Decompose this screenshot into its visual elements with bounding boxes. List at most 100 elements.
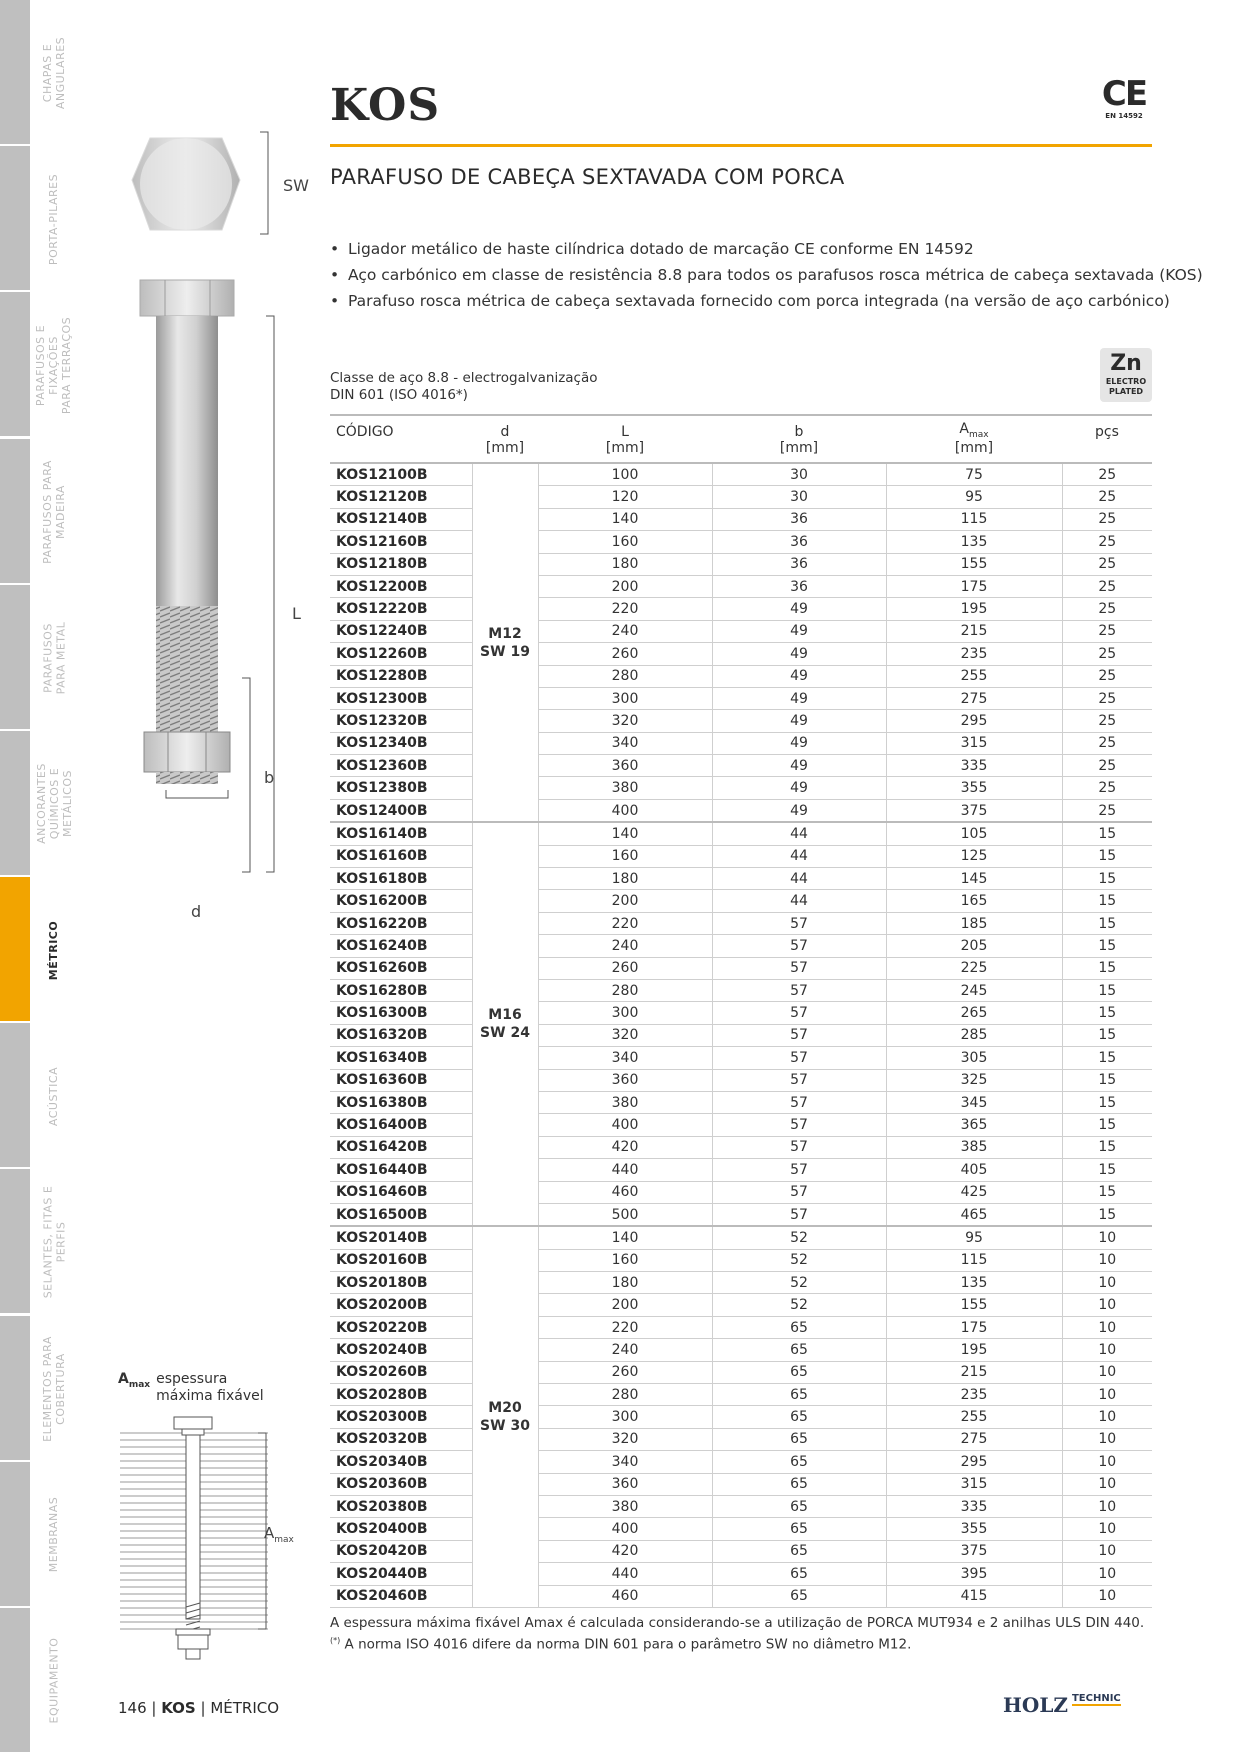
cell-thread-length: 57 (712, 934, 887, 958)
sidebar-tab[interactable] (0, 877, 30, 1024)
sidebar-tab-text: PARAFUSOS PARA METAL (41, 621, 68, 695)
cell-pcs: 15 (1062, 1181, 1152, 1204)
cell-amax: 255 (886, 665, 1063, 688)
sidebar-tab[interactable] (0, 1169, 30, 1316)
cell-length: 320 (538, 1428, 713, 1452)
cell-thread-length: 65 (712, 1428, 887, 1452)
cell-pcs: 25 (1062, 642, 1152, 666)
cell-code: KOS16460B (330, 1181, 472, 1204)
sidebar-tab[interactable] (0, 438, 30, 585)
cell-amax: 465 (886, 1203, 1063, 1227)
amax-description: espessura máxima fixável (156, 1371, 264, 1404)
amax-dim-label: Amax (264, 1524, 294, 1545)
cell-length: 400 (538, 1113, 713, 1137)
cell-amax: 195 (886, 597, 1063, 621)
cell-code: KOS12100B (330, 462, 472, 487)
cell-thread-length: 52 (712, 1249, 887, 1273)
sidebar-tab[interactable] (0, 1461, 30, 1608)
cell-pcs: 15 (1062, 1024, 1152, 1048)
cell-code: KOS16320B (330, 1024, 472, 1048)
sidebar-tab-label: PARAFUSOS E FIXAÇÕES PARA TERRAÇOS (34, 292, 74, 438)
page-subtitle: PARAFUSO DE CABEÇA SEXTAVADA COM PORCA (330, 165, 845, 189)
sidebar-tab-label: PORTA-PILARES (34, 146, 74, 292)
cell-pcs: 10 (1062, 1249, 1152, 1273)
cell-thread-length: 57 (712, 957, 887, 980)
dim-label-b: b (264, 768, 275, 787)
sidebar-tab[interactable] (0, 730, 30, 877)
brand-suffix: TECHNIC (1071, 1693, 1121, 1706)
cell-pcs: 10 (1062, 1338, 1152, 1362)
cell-thread-length: 57 (712, 1091, 887, 1115)
cell-amax: 355 (886, 776, 1063, 800)
bolt-nut (143, 731, 231, 773)
cell-code: KOS20160B (330, 1249, 472, 1273)
sidebar-tab[interactable] (0, 0, 30, 147)
cell-code: KOS16140B (330, 821, 472, 846)
sidebar-tab-text: PORTA-PILARES (47, 173, 61, 265)
cell-code: KOS16180B (330, 867, 472, 891)
cell-amax: 415 (886, 1585, 1063, 1608)
cell-amax: 155 (886, 553, 1063, 576)
sidebar-tab[interactable] (0, 1023, 30, 1170)
cell-amax: 125 (886, 845, 1063, 869)
sidebar-tab-text: PARAFUSOS E FIXAÇÕES PARA TERRAÇOS (34, 316, 74, 415)
cell-code: KOS20340B (330, 1450, 472, 1474)
cell-code: KOS20240B (330, 1338, 472, 1362)
cell-pcs: 15 (1062, 1001, 1152, 1025)
cell-code: KOS16260B (330, 957, 472, 980)
cell-code: KOS12360B (330, 754, 472, 778)
cell-pcs: 25 (1062, 709, 1152, 733)
sidebar-tab[interactable] (0, 1315, 30, 1462)
cell-length: 120 (538, 485, 713, 509)
cell-length: 260 (538, 1361, 713, 1385)
cell-code: KOS20180B (330, 1271, 472, 1295)
cell-code: KOS16300B (330, 1001, 472, 1025)
cell-pcs: 10 (1062, 1405, 1152, 1429)
zn-line2: PLATED (1108, 387, 1144, 396)
cell-pcs: 15 (1062, 979, 1152, 1003)
cell-amax: 175 (886, 1316, 1063, 1340)
page-footer: 146 | KOS | MÉTRICO (118, 1699, 279, 1717)
cell-code: KOS20420B (330, 1540, 472, 1564)
sidebar-tab[interactable] (0, 146, 30, 293)
wrench-size: SW 24 (480, 1025, 530, 1042)
cell-thread-length: 49 (712, 754, 887, 778)
sidebar-tab[interactable] (0, 584, 30, 731)
cell-thread-length: 36 (712, 530, 887, 554)
cell-length: 160 (538, 1249, 713, 1273)
cell-amax: 315 (886, 1473, 1063, 1496)
cell-amax: 295 (886, 709, 1063, 733)
steel-class-line: Classe de aço 8.8 - electrogalvanização (330, 370, 598, 386)
cell-thread-length: 65 (712, 1585, 887, 1608)
cell-thread-length: 65 (712, 1450, 887, 1474)
cell-pcs: 15 (1062, 934, 1152, 958)
cell-amax: 165 (886, 889, 1063, 913)
amax-legend: Amax espessura máxima fixável (118, 1371, 286, 1405)
steel-norm-line: DIN 601 (ISO 4016*) (330, 387, 468, 403)
cell-amax: 115 (886, 1249, 1063, 1273)
col-amax-unit: [mm] (886, 440, 1062, 464)
sidebar-tab[interactable] (0, 1607, 30, 1754)
cell-length: 260 (538, 642, 713, 666)
cell-code: KOS16220B (330, 912, 472, 936)
sidebar-tab-text: SELANTES, FITAS E PERFIS (41, 1186, 68, 1299)
sidebar-tab-label: CHAPAS E ANGULARES (34, 0, 74, 146)
cell-amax: 295 (886, 1450, 1063, 1474)
brand-name: HOLZ (1003, 1693, 1068, 1717)
sidebar-tab[interactable] (0, 292, 30, 439)
diameter-value: M12 (488, 625, 522, 642)
cell-length: 280 (538, 665, 713, 688)
sidebar-tab-label: PARAFUSOS PARA MADEIRA (34, 439, 74, 585)
